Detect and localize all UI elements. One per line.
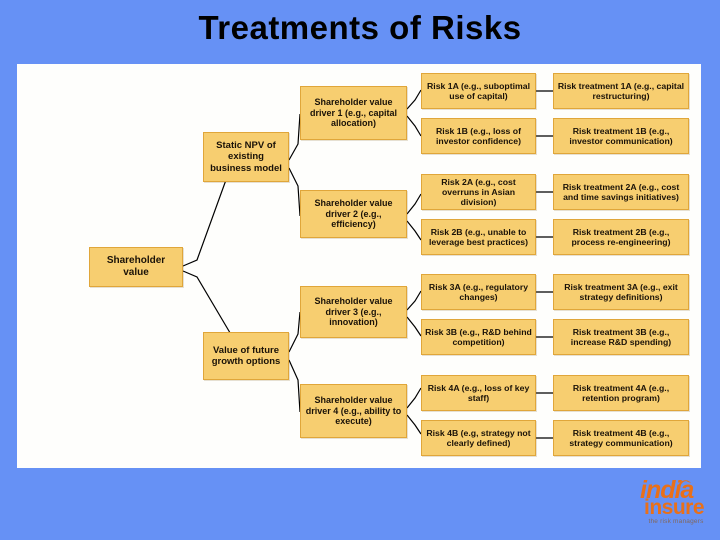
node-label: Shareholder value driver 1 (e.g., capita… [309,97,398,129]
node-treatment-1b[interactable]: Risk treatment 1B (e.g., investor commun… [553,118,689,154]
logo-tagline: the risk managers [648,518,704,525]
node-label: Risk 2A (e.g., cost overruns in Asian di… [441,176,516,208]
node-label: Risk 1A (e.g., suboptimal use of capital… [427,80,530,101]
node-treatment-4b[interactable]: Risk treatment 4B (e.g., strategy commun… [553,420,689,456]
node-risk-1b[interactable]: Risk 1B (e.g., loss of investor confiden… [421,118,536,154]
node-label: Risk treatment 3A (e.g., exit strategy d… [564,281,678,302]
node-treatment-4a[interactable]: Risk treatment 4A (e.g., retention progr… [553,375,689,411]
node-label: Risk 2B (e.g., unable to leverage best p… [429,226,528,247]
node-driver-1[interactable]: Shareholder value driver 1 (e.g., capita… [300,86,407,140]
node-risk-2b[interactable]: Risk 2B (e.g., unable to leverage best p… [421,219,536,255]
logo-word-insure: insure [644,496,705,519]
node-treatment-3a[interactable]: Risk treatment 3A (e.g., exit strategy d… [553,274,689,310]
node-treatment-3b[interactable]: Risk treatment 3B (e.g., increase R&D sp… [553,319,689,355]
node-label: Value of future growth options [211,344,281,367]
connector-lines [182,89,553,439]
node-future-growth-options[interactable]: Value of future growth options [203,332,289,380]
node-driver-2[interactable]: Shareholder value driver 2 (e.g., effici… [300,190,407,238]
node-label: Shareholder value driver 4 (e.g., abilit… [305,395,402,427]
node-driver-4[interactable]: Shareholder value driver 4 (e.g., abilit… [300,384,407,438]
node-label: Risk treatment 1A (e.g., capital restruc… [557,80,685,101]
logo-word-india: india [640,476,694,504]
node-risk-1a[interactable]: Risk 1A (e.g., suboptimal use of capital… [421,73,536,109]
node-label: Risk treatment 2A (e.g., cost and time s… [562,181,680,202]
india-insure-logo: india insure the risk managers [626,478,716,536]
node-label: Risk treatment 4A (e.g., retention progr… [572,382,670,403]
node-label: Risk treatment 1B (e.g., investor commun… [569,125,673,146]
node-label: Risk 4B (e.g, strategy not clearly defin… [426,427,531,448]
node-label: Risk treatment 2B (e.g., process re-engi… [571,226,671,247]
node-label: Shareholder value driver 3 (e.g., innova… [314,296,393,328]
diagram-canvas: Shareholder value Static NPV of existing… [17,64,701,468]
node-label: Risk 4A (e.g., loss of key staff) [427,382,530,403]
swoosh-icon [678,480,691,487]
node-treatment-2a[interactable]: Risk treatment 2A (e.g., cost and time s… [553,174,689,210]
node-label: Shareholder value [106,255,166,278]
node-driver-3[interactable]: Shareholder value driver 3 (e.g., innova… [300,286,407,338]
node-static-npv[interactable]: Static NPV of existing business model [203,132,289,182]
node-label: Risk treatment 4B (e.g., strategy commun… [569,427,673,448]
node-risk-4a[interactable]: Risk 4A (e.g., loss of key staff) [421,375,536,411]
page-title: Treatments of Risks [198,9,522,46]
node-shareholder-value[interactable]: Shareholder value [89,247,183,287]
node-risk-2a[interactable]: Risk 2A (e.g., cost overruns in Asian di… [421,174,536,210]
node-treatment-1a[interactable]: Risk treatment 1A (e.g., capital restruc… [553,73,689,109]
node-risk-3b[interactable]: Risk 3B (e.g., R&D behind competition) [421,319,536,355]
node-risk-4b[interactable]: Risk 4B (e.g, strategy not clearly defin… [421,420,536,456]
node-label: Risk 3A (e.g., regulatory changes) [428,281,529,302]
node-treatment-2b[interactable]: Risk treatment 2B (e.g., process re-engi… [553,219,689,255]
node-label: Risk 3B (e.g., R&D behind competition) [425,326,532,347]
node-label: Shareholder value driver 2 (e.g., effici… [314,198,393,230]
node-label: Static NPV of existing business model [210,140,282,174]
node-label: Risk treatment 3B (e.g., increase R&D sp… [570,326,672,347]
node-risk-3a[interactable]: Risk 3A (e.g., regulatory changes) [421,274,536,310]
node-label: Risk 1B (e.g., loss of investor confiden… [436,125,521,146]
